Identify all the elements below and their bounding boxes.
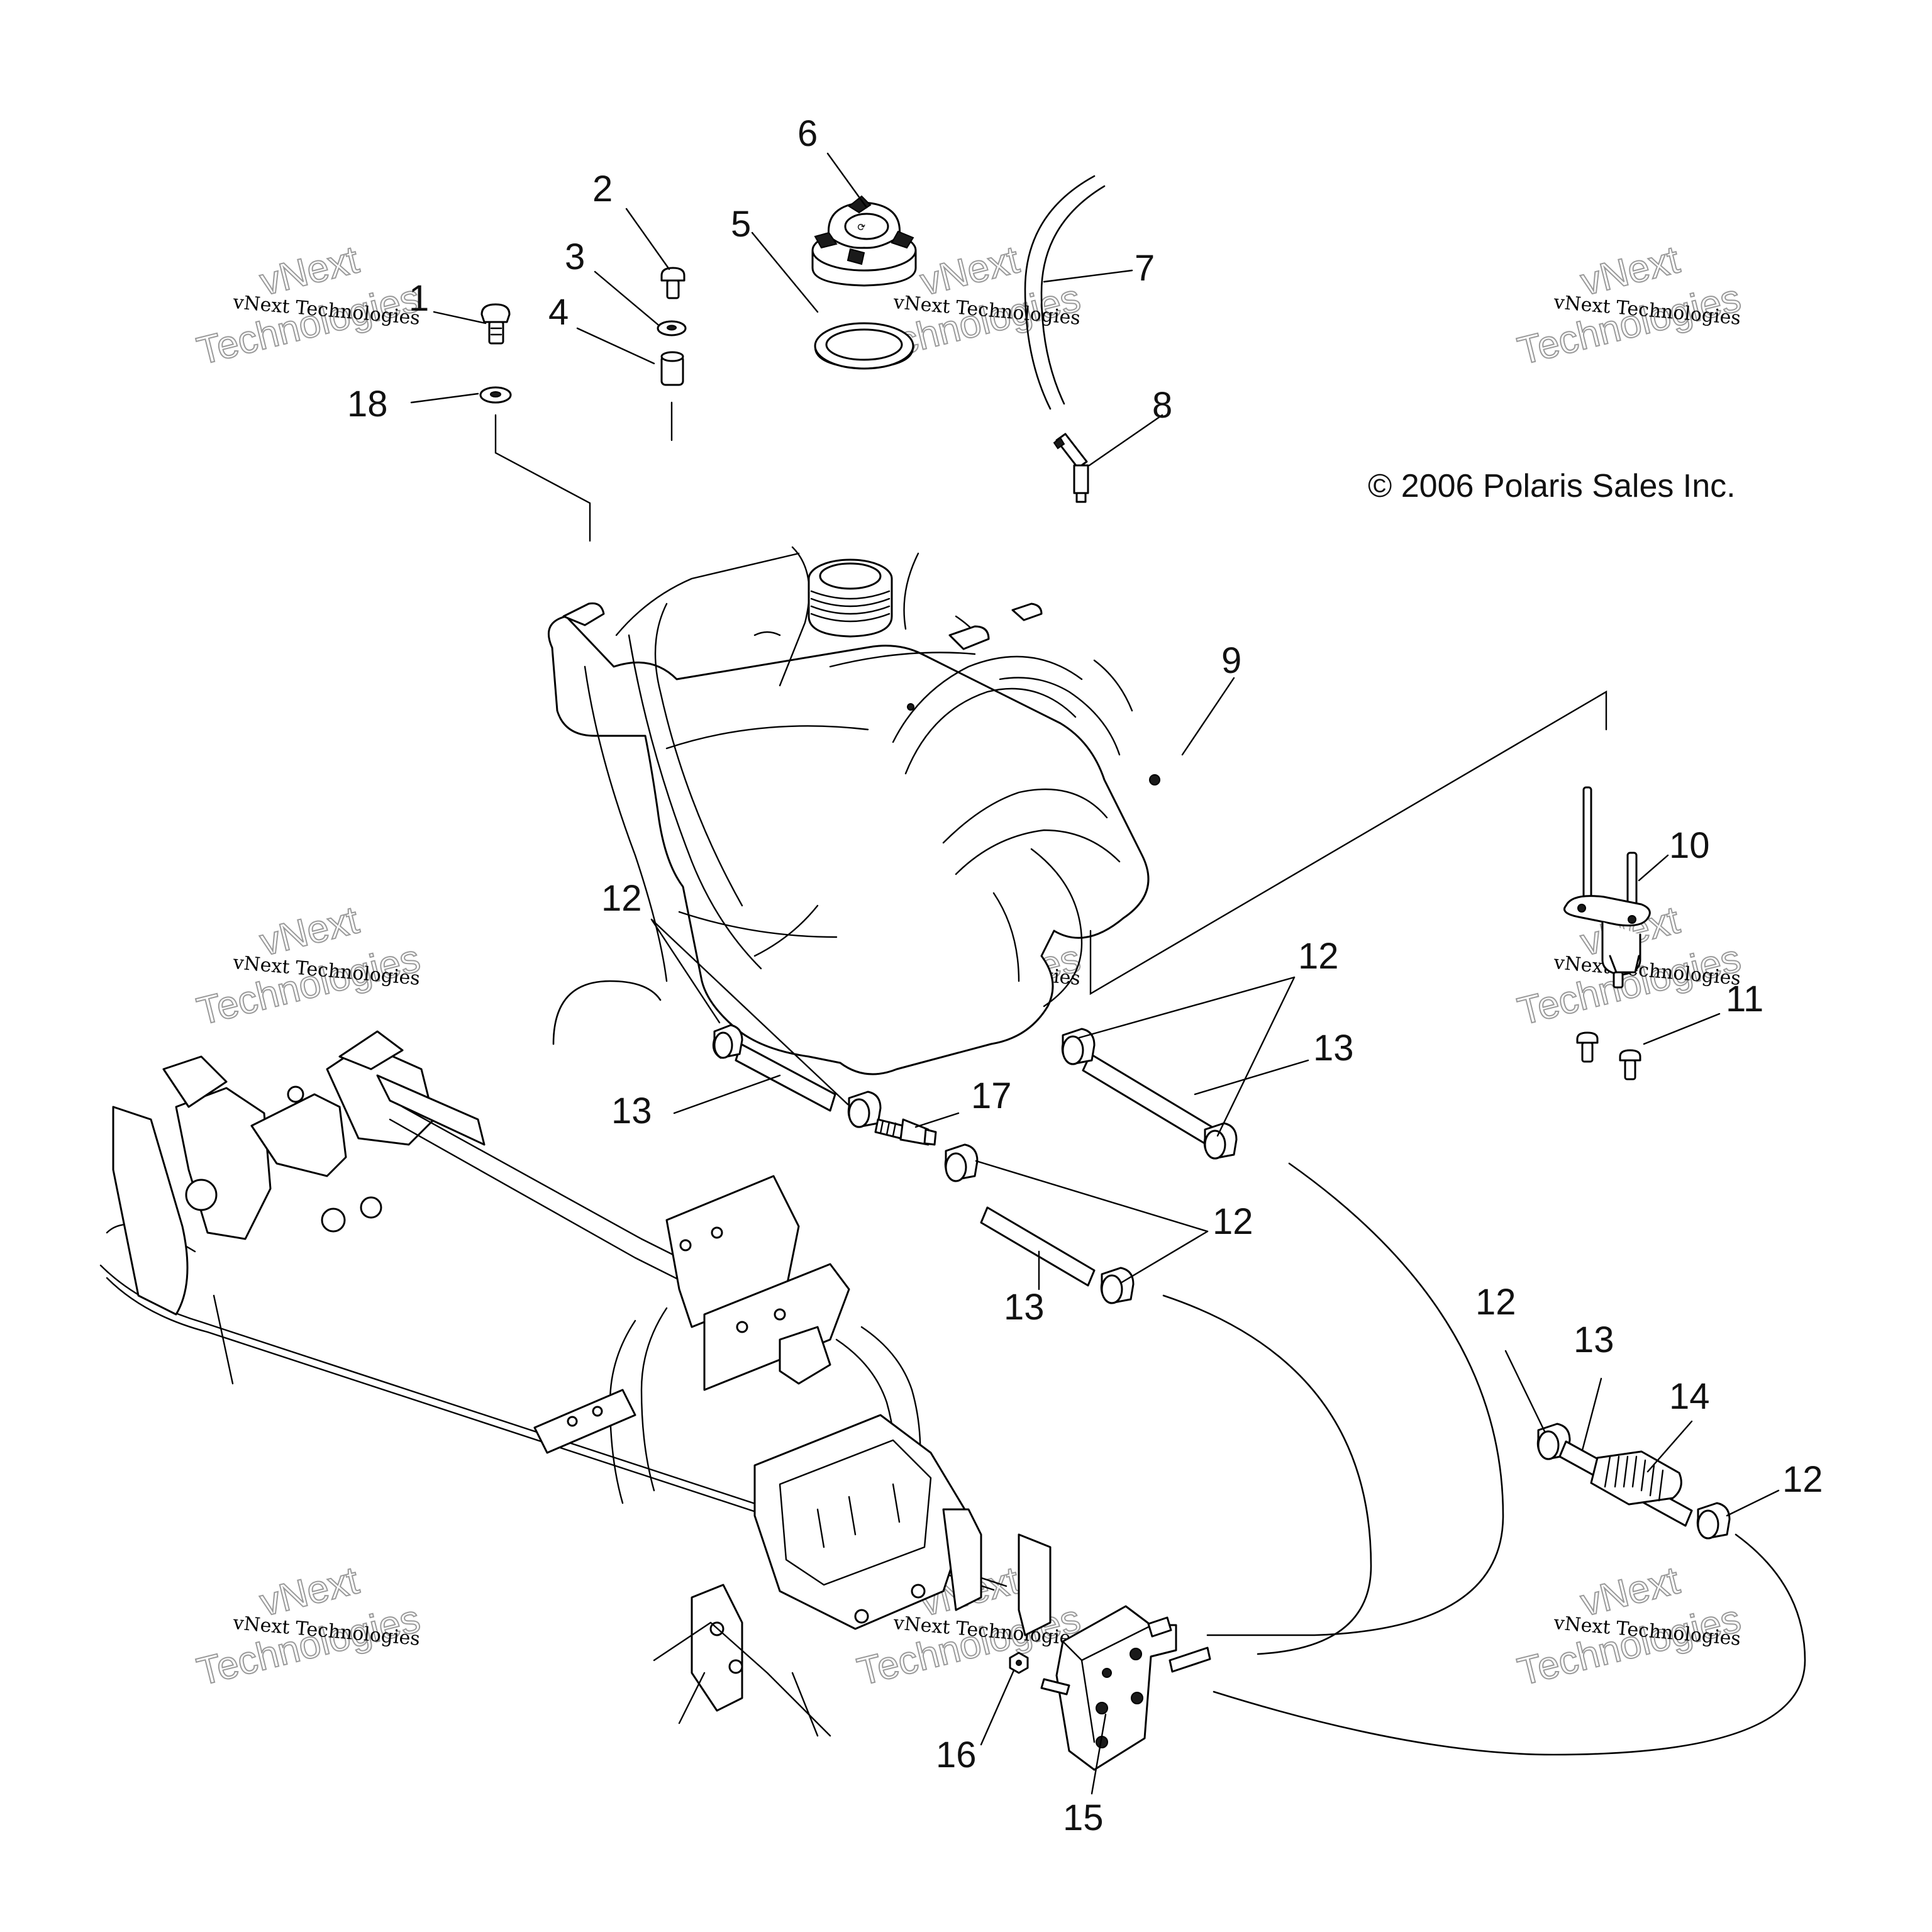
callout-labels: 1 2 3 4 5 6 7 8 9 10 11 12 12 12 12 12 1… xyxy=(347,113,1823,1838)
callout-2: 2 xyxy=(592,169,613,209)
callout-13-c: 13 xyxy=(1004,1287,1045,1328)
part-1-bolt xyxy=(480,303,511,345)
callout-1: 1 xyxy=(409,278,429,319)
part-2-screw xyxy=(660,267,686,299)
part-6-fuel-cap: ⟳ xyxy=(811,195,917,287)
explode-lines xyxy=(494,401,1607,996)
part-13-hose-right xyxy=(1082,1053,1218,1147)
callout-17: 17 xyxy=(971,1075,1012,1116)
fuel-lines xyxy=(552,980,1806,1756)
part-12-clamp-left-a xyxy=(712,1024,743,1059)
copyright-text: © 2006 Polaris Sales Inc. xyxy=(1368,468,1736,504)
part-17-fitting xyxy=(874,1118,937,1146)
part-12-clamp-right-b xyxy=(1203,1122,1238,1160)
watermark-bottom-left: vNext Technologies vNext Technologies xyxy=(192,1558,425,1694)
part-12-clamp-center xyxy=(944,1143,979,1182)
part-16-nut xyxy=(1009,1652,1029,1674)
callout-13-d: 13 xyxy=(1574,1319,1614,1360)
callout-16: 16 xyxy=(936,1735,977,1775)
callout-11: 11 xyxy=(1726,979,1763,1019)
callout-12-e: 12 xyxy=(1782,1459,1823,1500)
svg-text:⟳: ⟳ xyxy=(856,220,867,234)
watermark-top-left: vNext Technologies vNext Technologies xyxy=(192,237,425,374)
callout-15: 15 xyxy=(1063,1797,1104,1838)
part-18-washer xyxy=(479,386,512,404)
callout-14: 14 xyxy=(1669,1376,1710,1417)
callout-12-c: 12 xyxy=(1213,1201,1253,1242)
callout-12-d: 12 xyxy=(1475,1282,1516,1323)
callout-18: 18 xyxy=(347,384,388,425)
callout-3: 3 xyxy=(565,236,585,277)
part-4-spacer xyxy=(660,351,684,386)
callout-12-a: 12 xyxy=(601,878,642,919)
part-13-hose-center xyxy=(980,1206,1096,1287)
leader-lines xyxy=(410,152,1780,1795)
callout-7: 7 xyxy=(1135,248,1155,289)
watermark-top-right: vNext Technologies vNext Technologies xyxy=(1513,237,1746,374)
callout-5: 5 xyxy=(731,204,751,245)
callout-12-b: 12 xyxy=(1298,936,1339,977)
callout-13-b: 13 xyxy=(1313,1028,1354,1069)
callout-4: 4 xyxy=(548,292,569,333)
part-12-clamp-right-a xyxy=(1061,1028,1096,1065)
part-7-vent-hose xyxy=(1024,175,1106,410)
part-12-clamp-center-b xyxy=(1100,1267,1135,1304)
part-5-gasket xyxy=(814,322,914,370)
vehicle-frame xyxy=(99,1030,1052,1737)
part-12-clamp-left-b xyxy=(847,1091,882,1128)
watermark-bottom-right: vNext Technologies vNext Technologies xyxy=(1513,1558,1746,1694)
callout-13-a: 13 xyxy=(611,1091,652,1131)
part-15-fuel-pump xyxy=(1040,1605,1211,1771)
part-8-vent-fitting xyxy=(1053,433,1089,503)
callout-9: 9 xyxy=(1221,640,1241,681)
part-9-fuel-tank xyxy=(547,546,1160,1075)
callout-8: 8 xyxy=(1152,385,1172,426)
part-14-fuel-filter-assembly xyxy=(1536,1423,1731,1540)
part-10-fuel-valve xyxy=(1563,786,1651,989)
part-11-screws xyxy=(1576,1031,1641,1080)
callout-10: 10 xyxy=(1669,825,1710,866)
callout-6: 6 xyxy=(797,113,818,154)
part-3-washer xyxy=(657,320,687,336)
watermark-mid-left: vNext Technologies vNext Technologies xyxy=(192,897,425,1034)
